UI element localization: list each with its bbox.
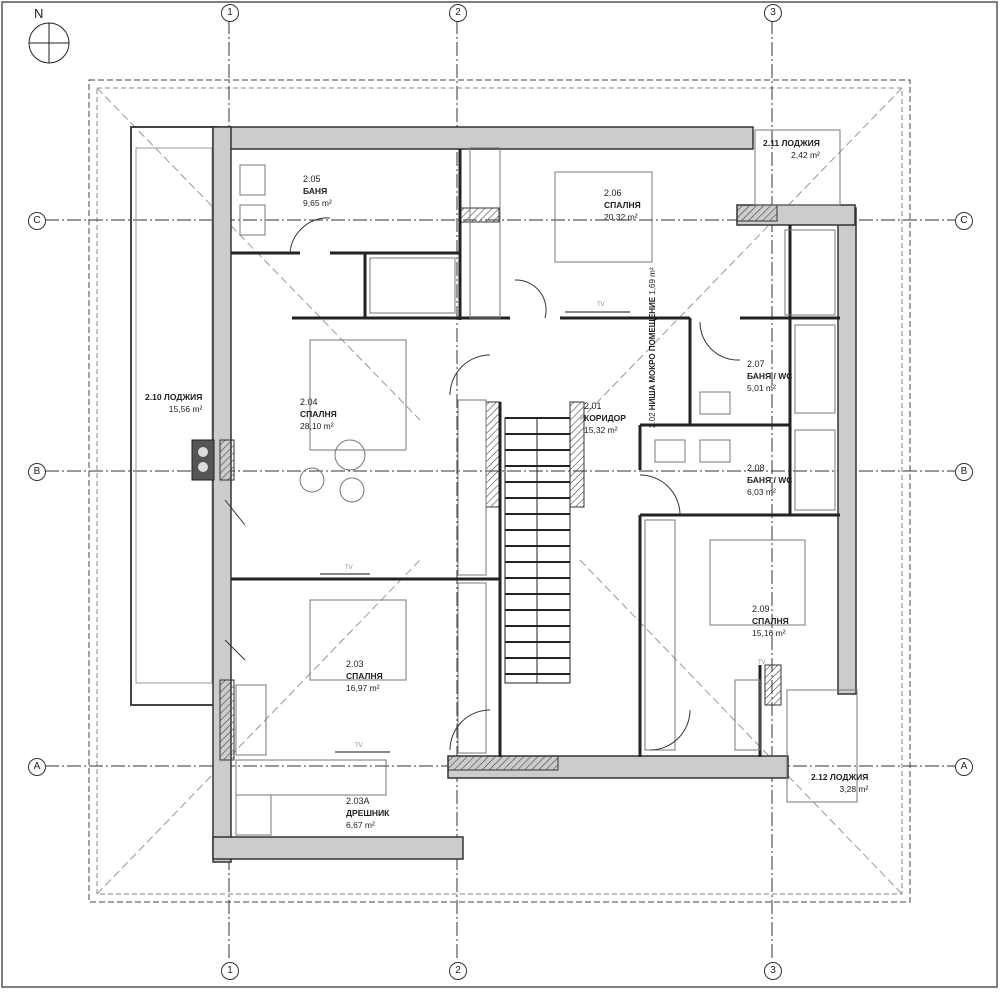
tv-label-2-09: TV <box>758 660 766 666</box>
axis-a-left: A <box>28 758 46 776</box>
tv-label-2-06: TV <box>597 302 605 308</box>
axis-c-right: C <box>955 212 973 230</box>
tv-label-2-03: TV <box>355 743 363 749</box>
axis-1-bottom: 1 <box>221 962 239 980</box>
axis-1-top: 1 <box>221 4 239 22</box>
axis-b-right: B <box>955 463 973 481</box>
axis-2-top: 2 <box>449 4 467 22</box>
axis-a-right: A <box>955 758 973 776</box>
axis-3-bottom: 3 <box>764 962 782 980</box>
north-arrow-label: N <box>34 6 44 21</box>
axis-b-left: B <box>28 463 46 481</box>
tv-label-2-04: TV <box>345 565 353 571</box>
axis-3-top: 3 <box>764 4 782 22</box>
axis-2-bottom: 2 <box>449 962 467 980</box>
room-2-02: 2.02 НИША МОКРО ПОМЕЩЕНИЕ 1,69 m² <box>648 267 657 428</box>
axis-c-left: C <box>28 212 46 230</box>
